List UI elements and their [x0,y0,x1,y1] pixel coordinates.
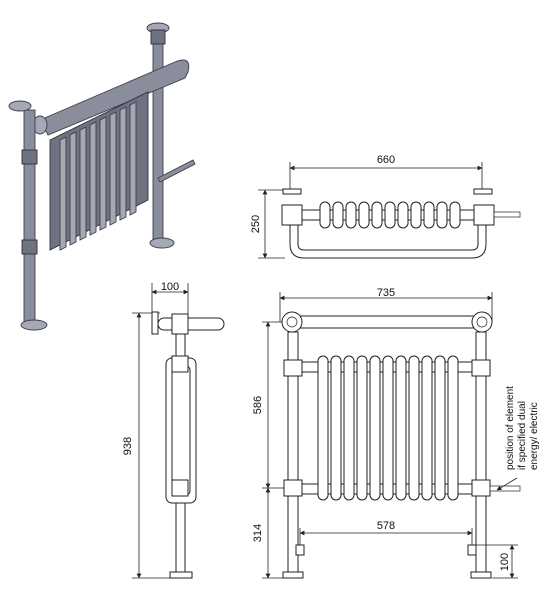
dim-578-label: 578 [377,520,395,532]
front-valve-left [295,544,305,556]
annotation-line-1: position of element [505,386,516,470]
side-radiator-inner [171,365,191,496]
iso-rear-cap [150,29,166,45]
front-joint-right-upper [471,359,491,377]
dim-250-label: 250 [250,215,262,233]
top-flange-left [282,188,302,195]
front-sections [301,355,473,501]
iso-top-rail [39,59,190,136]
front-view: 735 586 314 [252,287,540,579]
side-upper-joint [171,355,189,373]
annotation-line-2: if specified dual [517,401,528,470]
annotation-line-3: energy/ electric [529,402,540,470]
iso-rear-foot [149,237,175,249]
front-joint-left-lower [283,479,303,497]
side-foot [169,571,193,579]
top-element [493,211,521,218]
front-top-rail [291,315,481,329]
top-view: 660 250 [250,154,521,259]
top-valve-left [281,204,303,226]
front-element [489,485,521,492]
top-sections [301,201,475,229]
isometric-view [8,22,196,331]
element-annotation: position of element if specified dual en… [505,386,540,470]
dim-100-valve-label: 100 [499,553,511,571]
top-valve-right [473,204,495,226]
iso-front-joint-lower [21,239,38,255]
dim-735-label: 735 [377,287,395,299]
front-joint-left-upper [283,359,303,377]
dim-938-label: 938 [122,437,134,455]
dim-100-side-label: 100 [161,281,179,293]
side-view: 100 938 [122,281,225,579]
front-foot-left [282,571,304,579]
dim-314-label: 314 [252,524,264,542]
iso-sections [49,91,149,251]
front-valve-right [467,544,477,556]
iso-front-leg [23,109,36,323]
side-top-joint [171,313,189,335]
side-top-rail [157,317,225,331]
front-joint-right-lower [471,479,491,497]
iso-element [157,159,196,183]
top-flange-right [473,188,493,195]
dim-586-label: 586 [252,396,264,414]
dim-660-label: 660 [377,154,395,166]
iso-front-flange-top [8,100,32,112]
side-wall-flange [151,311,159,335]
front-foot-right [470,571,492,579]
iso-front-foot [20,319,48,331]
iso-front-joint-upper [21,149,38,165]
side-lower-joint [171,479,189,497]
